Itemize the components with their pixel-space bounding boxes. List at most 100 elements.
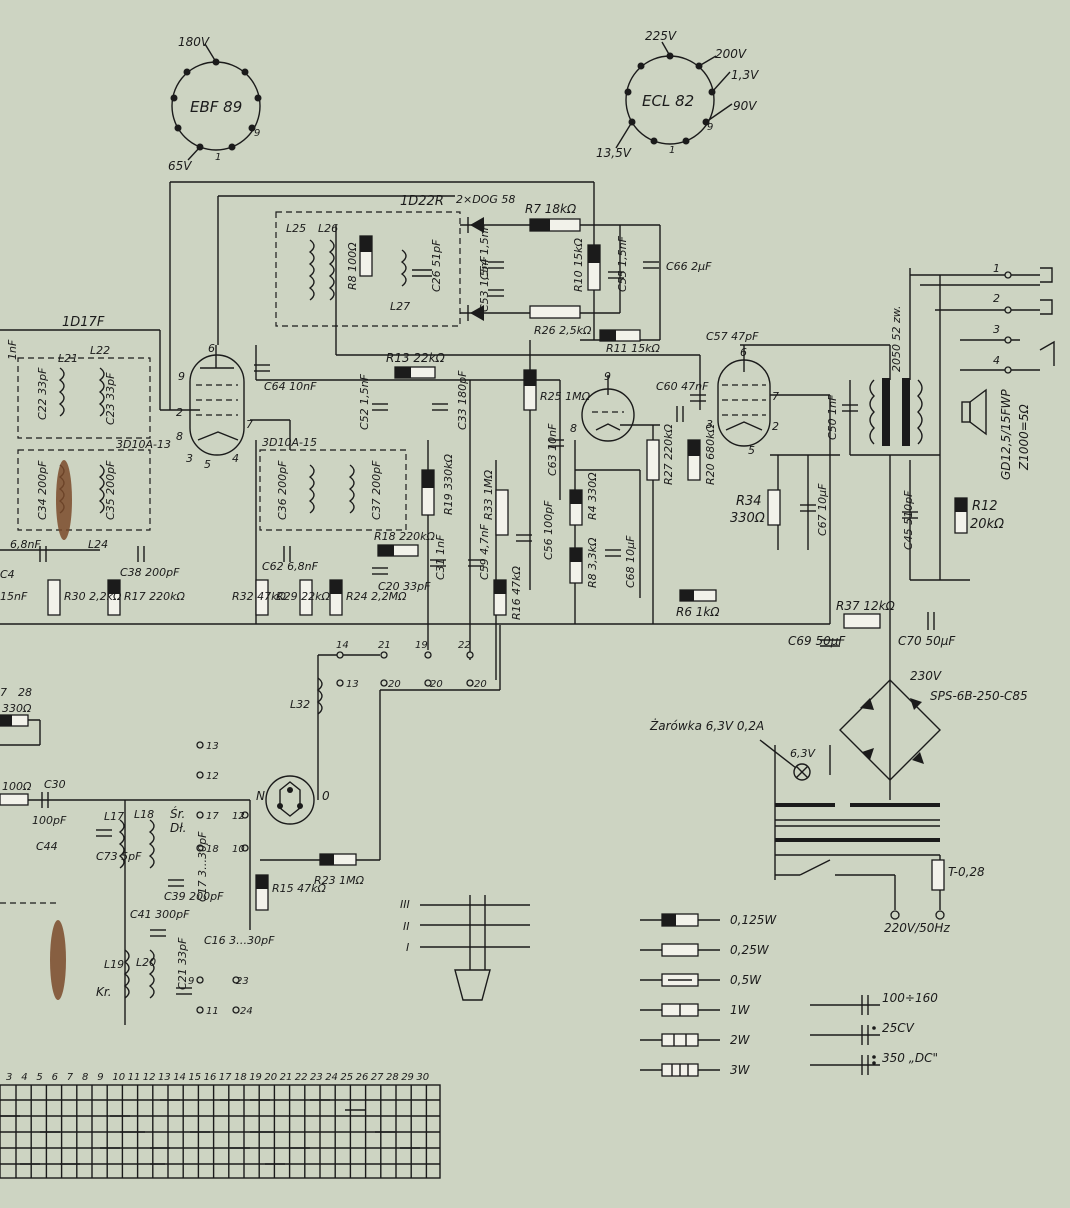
speaker-impedance: Z1000=5Ω (1017, 404, 1031, 471)
speaker-type: GD12,5/15FWP (999, 389, 1013, 480)
label-left-7: 7 (0, 686, 7, 699)
label-r12v: 20kΩ (970, 517, 1004, 532)
speaker: GD12,5/15FWP Z1000=5Ω (961, 388, 1031, 480)
label-l25: L25 (286, 222, 306, 235)
jack-4: 4 (993, 354, 1000, 367)
ecl82-v200: 200V (715, 47, 747, 61)
label-c66: C66 2µF (666, 260, 712, 273)
table-col-header: 24 (325, 1072, 338, 1083)
label-r8: R8 100Ω (346, 242, 359, 290)
table-col-header: 16 (204, 1072, 217, 1083)
label-sr: Śr. (170, 806, 185, 821)
table-col-header: 18 (234, 1072, 247, 1083)
ebf89-pin7: 7 (246, 418, 253, 431)
sw-14: 14 (336, 640, 349, 651)
label-c60: C60 47nF (656, 380, 709, 393)
ecl82-triode: 9 8 (570, 370, 635, 442)
label-c31: C31 1nF (434, 534, 447, 580)
label-c62: C62 6,8nF (262, 560, 319, 573)
sw-24: 24 (240, 1006, 253, 1017)
table-col-header: 26 (356, 1072, 369, 1083)
legend-r-2: 2W (730, 1033, 751, 1047)
table-col-header: 27 (371, 1072, 384, 1083)
ebf89-pin9: 9 (254, 128, 260, 139)
wafer-switch: III II I (400, 895, 530, 1001)
label-c56: C56 100pF (542, 500, 555, 560)
ebf89-pin4: 4 (232, 452, 239, 465)
table-col-header: 8 (82, 1072, 88, 1083)
sw-9: 9 (188, 976, 194, 987)
legend-r-025: 0,25W (730, 943, 770, 957)
label-c34: C34 200pF (36, 460, 49, 520)
sw-20b: 20 (430, 679, 443, 690)
label-l22: L22 (90, 344, 110, 357)
ecl82-triode-pin9: 9 (604, 370, 611, 383)
table-col-header: 5 (36, 1072, 42, 1083)
ecl82-name: ECL 82 (642, 92, 694, 110)
label-r15: R15 47kΩ (272, 882, 327, 895)
ecl82-triode-pin8: 8 (570, 422, 577, 435)
ebf89-pin8: 8 (176, 430, 183, 443)
switch-contacts: 14 21 19 22 13 20 20 20 13 12 17 12 18 1… (188, 640, 487, 1017)
label-r13: R13 22kΩ (386, 351, 446, 365)
label-r25: R25 1MΩ (540, 390, 591, 403)
label-c30: C30 (44, 778, 66, 791)
label-l27: L27 (390, 300, 410, 313)
label-c23: C23 33pF (104, 372, 117, 425)
table-col-header: 25 (340, 1072, 353, 1083)
label-c52: C52 1,5nF (358, 373, 371, 430)
label-c21: C21 33pF (176, 937, 189, 990)
label-l32: L32 (290, 698, 310, 711)
label-c35: C35 200pF (104, 460, 117, 520)
label-l18: L18 (134, 808, 154, 821)
legend-c-350: 350 „DC" (882, 1051, 938, 1065)
module-1d17f: 1D17F (62, 315, 105, 330)
ecl82-pinout: ECL 82 225V 200V 1,3V 90V 13,5V 1 9 (596, 29, 759, 160)
rectifier-type: SPS-6B-250-C85 (930, 689, 1028, 703)
module-labels: 1D22R 1D17F 3D10A-13 3D10A-15 (62, 194, 444, 451)
ebf89-pin2: 2 (176, 406, 183, 419)
ebf89-pin1: 1 (215, 152, 221, 163)
label-l24: L24 (88, 538, 108, 551)
diode-label: 2×DOG 58 (456, 193, 515, 206)
selector-o: 0 (322, 789, 330, 803)
label-left-28: 28 (18, 686, 32, 699)
ebf89-pin6: 6 (208, 342, 215, 355)
component-labels: R7 18kΩ R8 100Ω R10 15kΩ R11 15kΩ R13 22… (0, 202, 1004, 999)
table-col-header: 28 (386, 1072, 399, 1083)
sw-20c: 20 (474, 679, 487, 690)
ecl82-pentode-pin2: 2 (772, 420, 779, 433)
ecl82-v13: 1,3V (731, 68, 759, 82)
table-col-header: 14 (173, 1072, 186, 1083)
label-r6: R6 1kΩ (676, 605, 720, 619)
sw-22: 22 (458, 640, 471, 651)
table-col-header: 7 (67, 1072, 74, 1083)
capacitors (39, 261, 935, 995)
transformer-label: 2050 52 zw. (890, 305, 903, 372)
table-col-header: 12 (143, 1072, 156, 1083)
label-kr: Kr. (96, 985, 112, 999)
table-col-header: 19 (249, 1072, 262, 1083)
fuse-label: T-0,28 (948, 865, 985, 879)
paper-stains (50, 460, 72, 1000)
label-c55: C55 1,5nF (616, 235, 629, 292)
label-c67: C67 10µF (816, 483, 829, 536)
label-c45: C45 510pF (902, 490, 915, 550)
ecl82-pentode-pin3: 3 (706, 418, 713, 431)
lamp-label: Żarówka 6,3V 0,2A (649, 718, 764, 733)
table-col-header: 23 (310, 1072, 323, 1083)
wafer-I: I (406, 941, 409, 954)
ebf89-pin3: 3 (186, 452, 193, 465)
label-r24: R24 2,2MΩ (346, 590, 407, 603)
label-c68: C68 10µF (624, 535, 637, 588)
label-r16: R16 47kΩ (510, 565, 523, 620)
label-c30v: 100pF (32, 814, 67, 827)
label-c50: C50 1nF (826, 394, 839, 440)
table-col-header: 15 (188, 1072, 201, 1083)
label-c64: C64 10nF (264, 380, 317, 393)
legend-r-3: 3W (730, 1063, 751, 1077)
mains-label: 220V/50Hz (884, 921, 950, 935)
ebf89-tube: 6 7 8 3 5 2 9 4 (176, 342, 253, 471)
sw-13: 13 (346, 679, 359, 690)
